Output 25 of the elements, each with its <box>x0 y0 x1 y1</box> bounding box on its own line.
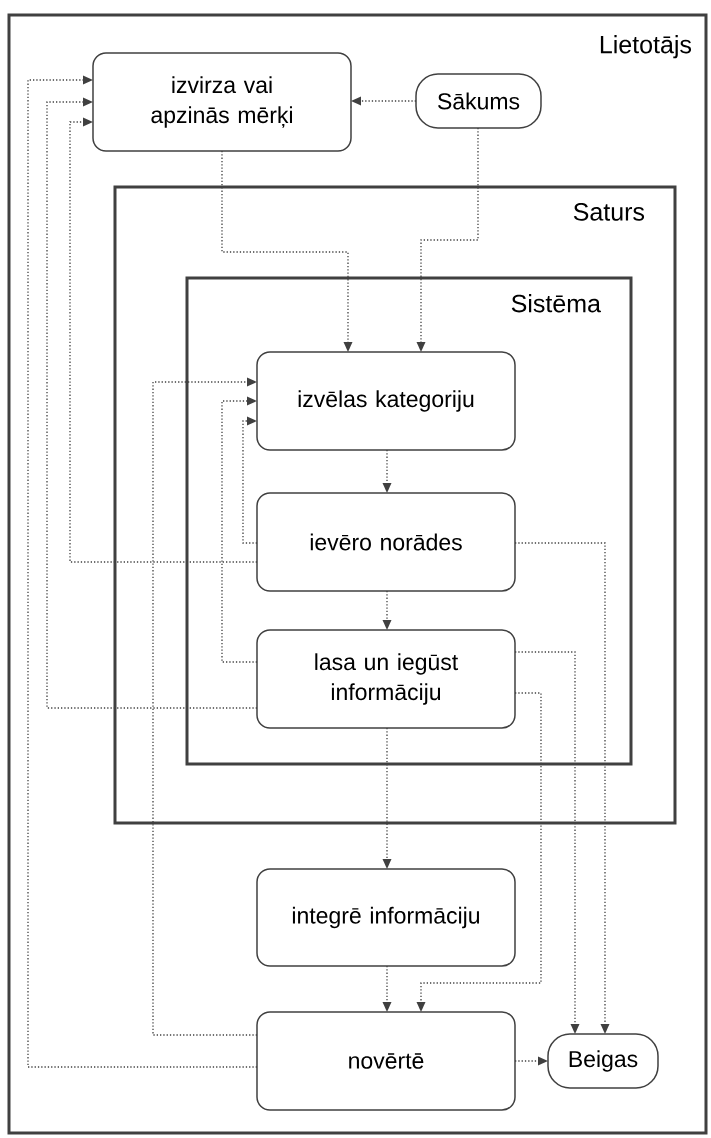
arrow <box>351 96 417 106</box>
terminal-box: Beigas <box>547 1033 659 1089</box>
arrow <box>382 727 392 869</box>
arrow <box>152 377 258 1036</box>
arrow <box>27 75 258 1068</box>
arrow <box>514 542 610 1034</box>
arrow <box>416 692 542 1012</box>
process-box: izvēlas kategoriju <box>256 351 516 451</box>
arrow <box>514 651 580 1034</box>
arrow <box>382 965 392 1012</box>
process-box: ievēro norādes <box>256 492 516 592</box>
arrow <box>382 590 392 630</box>
arrow <box>221 396 258 663</box>
process-box: izvirza vai apzinās mērķi <box>92 52 352 152</box>
process-box: integrē informāciju <box>256 868 516 967</box>
arrow <box>221 150 353 352</box>
terminal-box: Sākums <box>415 73 542 129</box>
arrow <box>242 416 258 544</box>
arrow <box>416 127 479 352</box>
arrow <box>46 97 258 709</box>
process-box: lasa un iegūst informāciju <box>256 629 516 729</box>
process-box: novērtē <box>256 1011 516 1111</box>
arrow <box>514 1056 548 1066</box>
arrow <box>382 449 392 493</box>
arrow <box>69 117 258 563</box>
